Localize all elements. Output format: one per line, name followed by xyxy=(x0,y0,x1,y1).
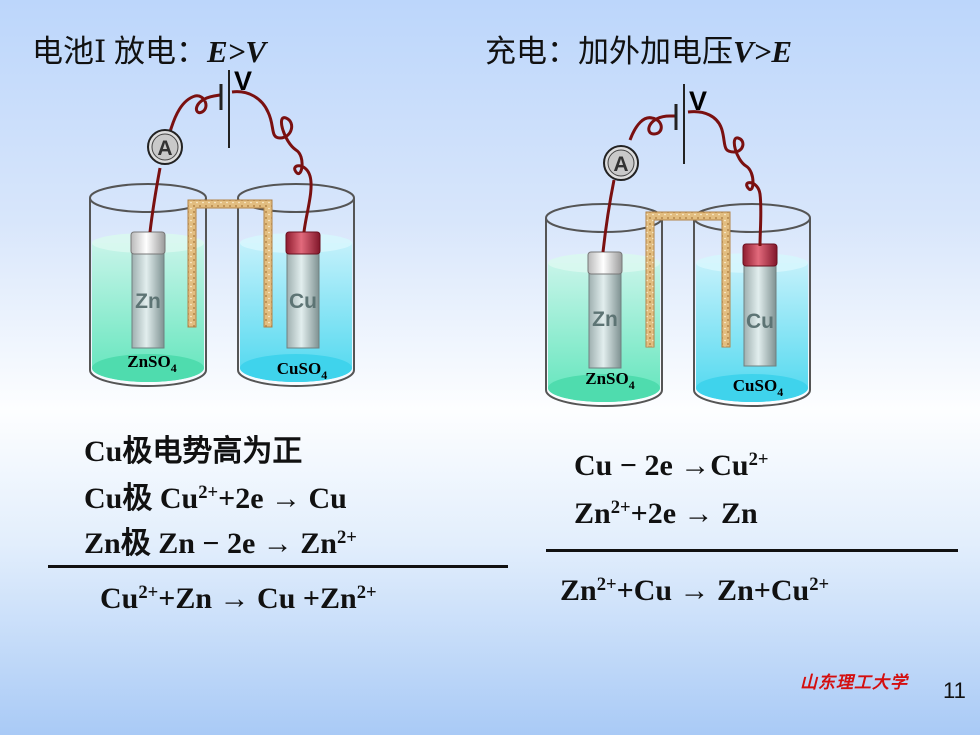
cuso4-label-right: CuSO4 xyxy=(733,376,783,399)
charge-title: 充电：加外加电压V>E xyxy=(485,34,793,69)
discharge-title: 电池Ⅰ 放电：E>V xyxy=(32,34,267,69)
svg-text:A: A xyxy=(157,137,172,160)
cu-electrode-label: Cu xyxy=(289,290,317,313)
discharge-cell: Zn Cu ZnSO4 CuSO4 V A xyxy=(89,66,355,387)
znso4-label-right: ZnSO4 xyxy=(585,369,634,392)
right-divider xyxy=(546,549,958,552)
left-divider xyxy=(48,565,508,568)
cu-electrode-label-right: Cu xyxy=(746,310,774,333)
cu-electrode-right xyxy=(743,257,777,367)
zn-electrode-label-right: Zn xyxy=(592,308,618,331)
cuso4-label: CuSO4 xyxy=(277,359,327,382)
university-logo: 山东理工大学 xyxy=(800,673,908,692)
salt-bridge xyxy=(187,199,273,328)
cell-diagrams: Zn Cu ZnSO4 CuSO4 V A xyxy=(89,66,811,407)
zn-electrode-cap-right xyxy=(587,251,623,275)
right-line-2: Zn2++2e → Zn xyxy=(574,496,758,530)
external-wire-right xyxy=(601,110,763,253)
page-number: 11 xyxy=(943,678,966,703)
salt-bridge-right xyxy=(645,211,731,348)
left-line-1: Cu极电势高为正 xyxy=(84,435,303,468)
external-wire xyxy=(148,90,313,233)
left-line-3: Zn极 Zn − 2e → Zn2+ xyxy=(84,526,357,560)
ammeter-icon-right: A xyxy=(603,145,639,181)
ammeter-icon: A xyxy=(147,129,183,165)
voltmeter-label: V xyxy=(234,66,252,96)
svg-text:A: A xyxy=(613,153,628,176)
battery-icon xyxy=(219,70,230,148)
cu-electrode xyxy=(286,245,320,349)
charge-cell: Zn Cu ZnSO4 CuSO4 V A xyxy=(545,84,811,407)
cu-electrode-cap-right xyxy=(742,243,778,267)
zn-electrode-cap xyxy=(130,231,166,255)
voltmeter-label-right: V xyxy=(689,86,707,116)
right-line-1: Cu − 2e →Cu2+ xyxy=(574,448,769,482)
zn-electrode xyxy=(131,245,165,349)
right-result: Zn2++Cu → Zn+Cu2+ xyxy=(560,573,830,607)
znso4-label: ZnSO4 xyxy=(127,352,176,375)
battery-icon-right xyxy=(674,84,685,164)
left-line-2: Cu极 Cu2++2e → Cu xyxy=(84,481,347,515)
zn-electrode-right xyxy=(588,265,622,369)
left-result: Cu2++Zn → Cu +Zn2+ xyxy=(100,581,377,615)
zn-electrode-label: Zn xyxy=(135,290,161,313)
cu-electrode-cap xyxy=(285,231,321,255)
